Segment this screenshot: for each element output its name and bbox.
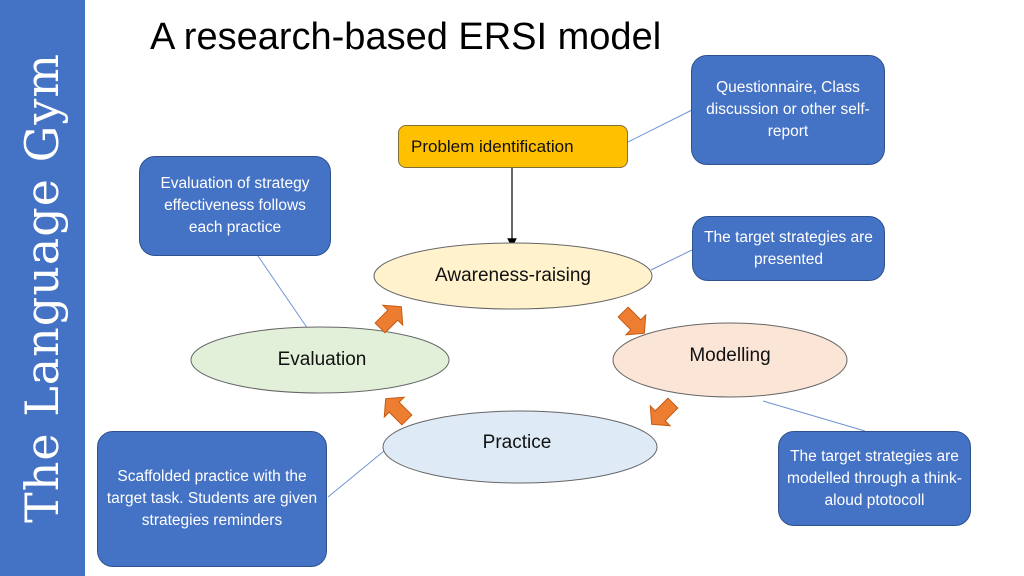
sidebar-brand-bar: The Language Gym [0, 0, 85, 576]
callout-modelling: The target strategies are modelled throu… [778, 431, 971, 526]
problem-identification-node: Problem identification [398, 125, 628, 168]
connector-problem-callout [627, 109, 693, 143]
evaluation-label: Evaluation [277, 349, 367, 370]
node-awareness-ellipse [373, 242, 653, 310]
connector-modelling-callout [762, 400, 866, 432]
node-practice-ellipse [382, 410, 658, 484]
callout-awareness-raising: The target strategies are presented [692, 216, 885, 281]
practice-label: Practice [482, 432, 552, 453]
cycle-arrow-awareness-to-modelling [617, 306, 647, 336]
connector-practice-callout [327, 450, 385, 498]
slide-title: A research-based ERSI model [150, 16, 662, 58]
modelling-label: Modelling [689, 345, 771, 366]
awareness-raising-label: Awareness-raising [435, 265, 591, 286]
cycle-arrow-practice-to-evaluation [383, 396, 413, 426]
cycle-arrow-modelling-to-practice [649, 397, 679, 427]
node-modelling-ellipse [612, 322, 848, 398]
node-evaluation-ellipse [190, 326, 450, 394]
callout-evaluation: Evaluation of strategy effectiveness fol… [139, 156, 331, 256]
connector-awareness-callout [650, 249, 693, 271]
callout-practice: Scaffolded practice with the target task… [97, 431, 327, 567]
connector-evaluation-callout [257, 255, 311, 333]
callout-problem-identification: Questionnaire, Class discussion or other… [691, 55, 885, 165]
cycle-arrow-evaluation-to-awareness [374, 304, 404, 334]
